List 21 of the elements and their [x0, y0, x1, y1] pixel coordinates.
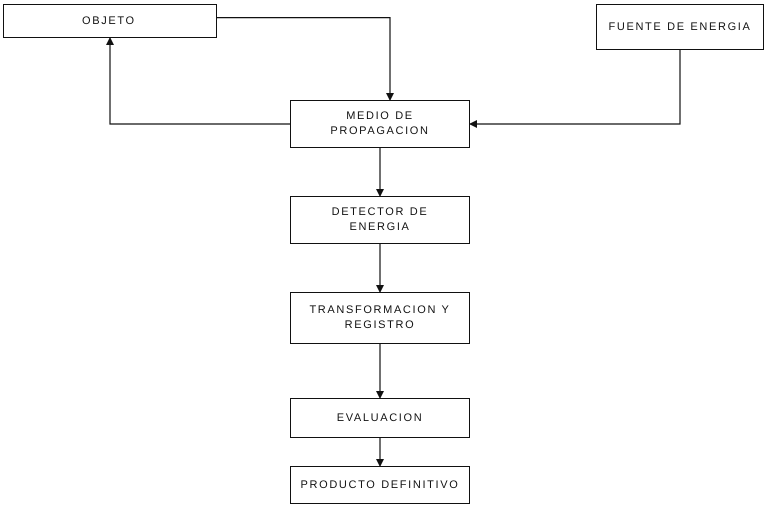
box-label: DETECTOR DE ENERGIA [330, 205, 430, 235]
box-label: PRODUCTO DEFINITIVO [300, 478, 460, 492]
arrow [376, 438, 384, 467]
process-box [290, 196, 470, 244]
box-label: MEDIO DE PROPAGACION [329, 109, 431, 139]
arrow [469, 50, 681, 128]
box-label: EVALUACION [336, 410, 424, 426]
process-box [290, 466, 470, 504]
arrow [376, 344, 384, 399]
box-label: FUENTE DE ENERGIA [608, 20, 752, 34]
arrow [376, 148, 384, 197]
process-box [290, 398, 470, 438]
arrow [376, 244, 384, 293]
box-label: OBJETO [81, 14, 137, 28]
process-box [596, 4, 764, 50]
process-box [290, 292, 470, 344]
arrow [217, 17, 394, 101]
box-label: TRANSFORMACION Y REGISTRO [308, 303, 452, 333]
arrow [106, 37, 290, 125]
process-box [3, 4, 217, 38]
process-box [290, 100, 470, 148]
